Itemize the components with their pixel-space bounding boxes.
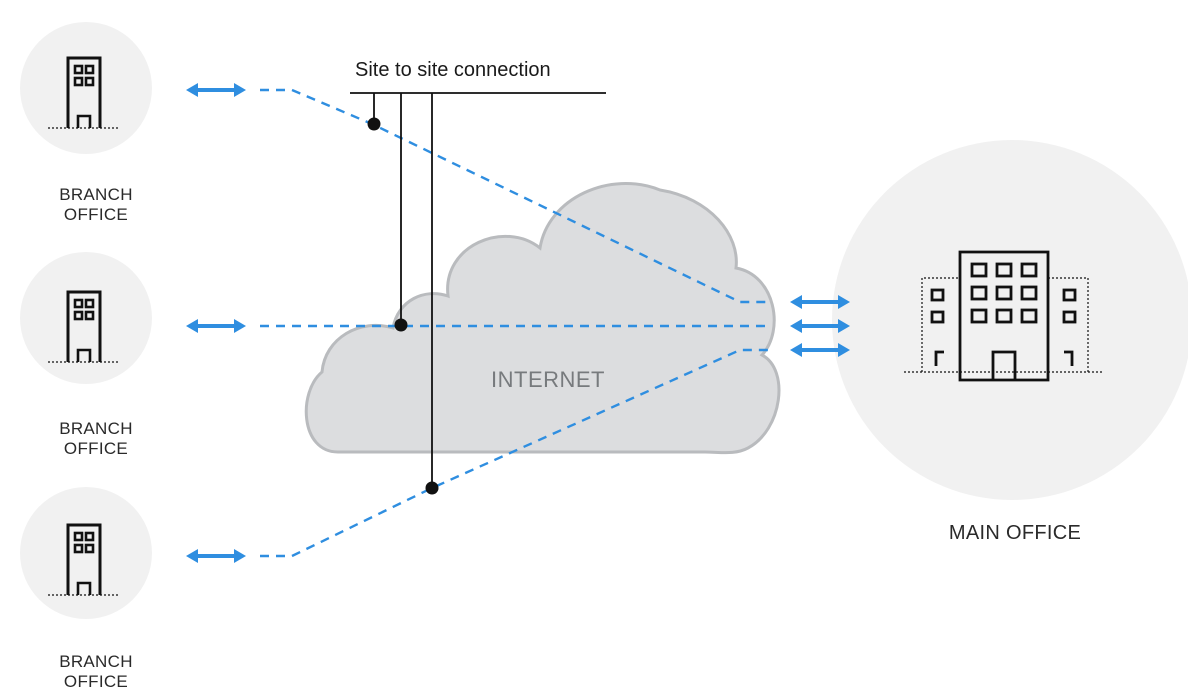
branch-3-arrow bbox=[184, 547, 248, 565]
branch-office-circle-1 bbox=[20, 22, 152, 154]
branch-2-arrow bbox=[184, 317, 248, 335]
main-arrow-2 bbox=[788, 317, 852, 335]
branch-office-label-1: BRANCH OFFICE bbox=[36, 185, 156, 224]
callout-label: Site to site connection bbox=[355, 59, 551, 81]
branch-office-label-2: BRANCH OFFICE bbox=[36, 419, 156, 458]
branch-office-label-3: BRANCH OFFICE bbox=[36, 652, 156, 691]
branch-label-line1: BRANCH bbox=[59, 419, 133, 438]
internet-cloud bbox=[304, 182, 781, 455]
branch-label-line1: BRANCH bbox=[59, 652, 133, 671]
main-arrow-1 bbox=[788, 293, 852, 311]
connection-line-3 bbox=[260, 348, 770, 558]
branch-label-line2: OFFICE bbox=[63, 671, 129, 691]
large-building-icon bbox=[904, 250, 1104, 382]
main-arrow-3 bbox=[788, 341, 852, 359]
branch-label-line2: OFFICE bbox=[63, 438, 129, 458]
callout-dot-1 bbox=[367, 117, 381, 131]
callout-dot-2 bbox=[394, 318, 408, 332]
callout-dot-3 bbox=[425, 481, 439, 495]
branch-label-line1: BRANCH bbox=[59, 185, 133, 204]
internet-label: INTERNET bbox=[491, 367, 605, 392]
branch-1-arrow bbox=[184, 81, 248, 99]
branch-label-line2: OFFICE bbox=[63, 204, 129, 224]
main-office-label: MAIN OFFICE bbox=[948, 522, 1082, 544]
